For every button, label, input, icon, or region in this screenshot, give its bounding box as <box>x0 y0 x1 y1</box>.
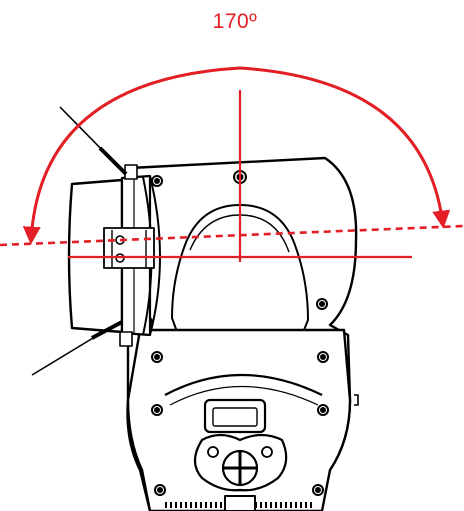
fixture-base <box>126 328 359 511</box>
tilt-range-arc <box>22 66 451 245</box>
tilt-angle-label: 170º <box>212 10 258 33</box>
safety-cables <box>31 106 128 376</box>
fixture-head <box>67 164 161 347</box>
